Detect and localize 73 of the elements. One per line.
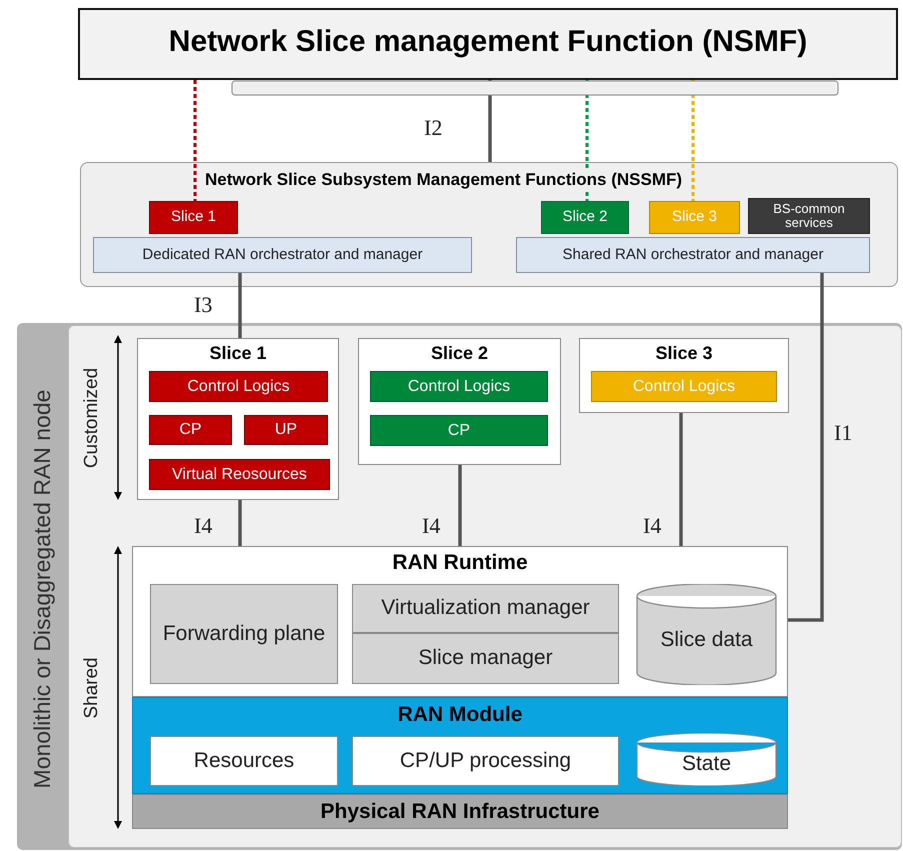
slice-tag	[541, 201, 629, 234]
node-label: Control Logics	[186, 378, 291, 396]
node-label: State	[680, 751, 732, 778]
interface-label: I3	[194, 292, 212, 318]
slice-tag	[149, 201, 238, 234]
node-label: Resources	[192, 748, 296, 774]
slice-tag	[649, 201, 740, 234]
node-label: BS-common services	[772, 202, 846, 230]
database-cylinder	[636, 733, 777, 786]
heading: Slice 1	[208, 343, 268, 364]
interface-link	[788, 273, 824, 622]
runtime-layer	[132, 546, 788, 697]
node-label: Slice data	[659, 627, 754, 654]
component-box	[149, 371, 328, 402]
node-label: Slice 3	[670, 209, 718, 226]
orchestrator-box	[93, 237, 472, 273]
interface-link	[238, 500, 242, 546]
node-label: CP	[178, 421, 203, 439]
node-label: UP	[274, 421, 298, 439]
database-cylinder	[636, 584, 777, 685]
component-box	[149, 415, 232, 445]
slice-box	[579, 338, 789, 413]
heading: RAN Runtime	[391, 551, 529, 575]
title: Network Slice management Function (NSMF)	[168, 25, 808, 59]
function-box	[352, 633, 619, 684]
interface-link	[238, 273, 242, 338]
node-label: Slice 1	[170, 209, 218, 226]
services-box	[748, 198, 870, 234]
module-layer	[132, 697, 788, 794]
component-box	[370, 415, 548, 446]
interface-link	[679, 413, 683, 546]
heading: Network Slice Subsystem Management Functions (NSSMF)	[203, 170, 684, 190]
node-label: Virtual Reosources	[171, 466, 308, 484]
node-label: Virtualization manager	[380, 595, 591, 622]
node-label: Slice manager	[417, 645, 554, 672]
heading: Slice 2	[430, 343, 490, 364]
title-box	[78, 8, 898, 80]
component-box	[149, 459, 330, 490]
component-box	[591, 371, 777, 402]
subsystem-panel	[80, 162, 898, 287]
component-box	[370, 371, 548, 402]
dashed-connector	[194, 80, 196, 201]
interface-link	[458, 465, 462, 546]
ran-node-panel	[17, 323, 902, 850]
interface-label: I1	[834, 420, 852, 446]
node-label: CP	[446, 422, 472, 440]
component-box	[244, 415, 328, 445]
node-label: Shared RAN orchestrator and manager	[562, 246, 824, 264]
node-label: Forwarding plane	[162, 620, 326, 647]
range-label: Customized	[81, 366, 103, 470]
interface-label: I4	[422, 513, 440, 539]
function-box	[150, 584, 338, 684]
range-label: Shared	[81, 656, 103, 721]
heading: Slice 3	[654, 343, 714, 364]
interface-label: I4	[643, 513, 662, 539]
function-box	[352, 584, 619, 633]
slice-box	[137, 338, 339, 500]
node-label: Physical RAN Infrastructure	[320, 800, 600, 824]
interface-label: I2	[424, 115, 442, 141]
heading: RAN Module	[396, 703, 524, 727]
function-box	[150, 736, 338, 786]
node-label: Control Logics	[406, 378, 512, 396]
orchestrator-box	[516, 237, 870, 273]
dashed-connector	[692, 80, 694, 201]
function-box	[352, 736, 619, 786]
vertical-label: Monolithic or Disaggregated RAN node	[28, 388, 56, 790]
interface-label: I4	[194, 513, 212, 539]
infrastructure-layer	[132, 794, 788, 829]
node-label: Slice 2	[561, 209, 609, 226]
node-label: Control Logics	[632, 378, 736, 396]
node-label: Dedicated RAN orchestrator and manager	[141, 246, 424, 264]
slice-box	[358, 338, 561, 465]
node-label: CP/UP processing	[398, 748, 572, 774]
